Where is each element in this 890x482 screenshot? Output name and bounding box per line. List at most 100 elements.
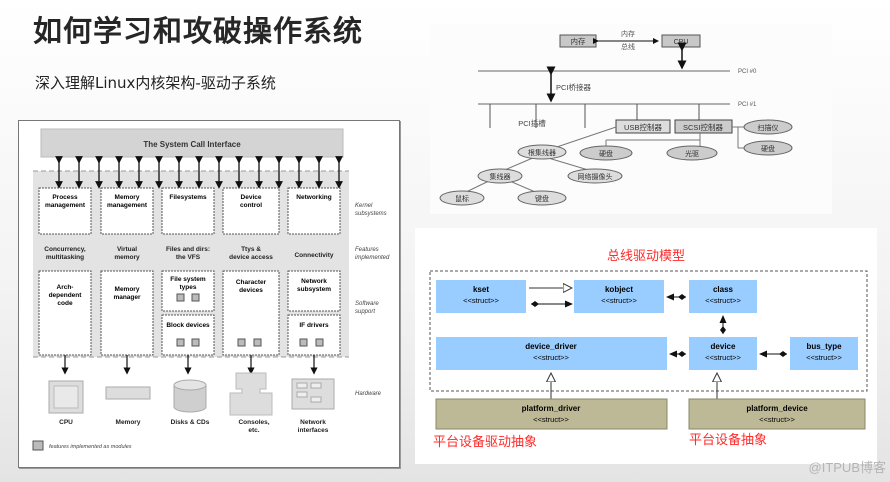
side-label-kernel-1: Kernel [355,203,373,209]
feature-label: Ttys & [241,246,261,253]
network-subsystem-box [287,270,341,312]
syscall-interface-label: The System Call Interface [143,140,241,149]
platform-driver-label: platform_driver [522,404,581,413]
usb-controller-box [615,119,671,134]
side-label-software-2: support [355,309,375,315]
webcam-label: 网络摄像头 [578,172,613,181]
subsystem-label: Process [52,194,78,201]
disk-node [579,145,633,161]
subsystem-box [287,187,341,235]
device-driver-box [436,337,667,370]
slide-subtitle: 深入理解Linux内核架构-驱动子系统 [35,74,276,92]
memory-module-icon [105,386,151,400]
kernel-diagram-svg: The System Call Interface Processmanagem… [32,128,390,451]
slide-title: 如何学习和攻破操作系统 [33,14,364,48]
platform-device-caption: 平台设备抽象 [689,432,767,447]
pci-diagram-svg: 内存 内存 总线 CPU PCI #0 PCI桥接器 PCI #1 PCI插槽 … [439,29,793,206]
subsystem-box [38,187,92,235]
feature-label: multitasking [46,254,84,261]
fs-types-label-2: types [180,284,197,291]
platform-device-box [688,398,866,430]
module-icon [176,293,185,302]
feature-label: memory [114,254,140,261]
console-icon [229,372,273,416]
side-label-software-1: Software [355,301,379,307]
subsystem-label: control [240,202,262,209]
feature-label: the VFS [176,254,201,261]
character-devices-box [222,270,280,356]
module-icon [299,338,308,347]
feature-label: Concurrency, [44,246,86,253]
mouse-label: 鼠标 [455,194,469,203]
nic-chip [296,382,308,389]
platform-driver-caption: 平台设备驱动抽象 [433,434,537,449]
bus-model-title: 总线驱动模型 [607,248,685,263]
disk-icon [173,385,207,413]
hardware-label: interfaces [298,427,329,434]
block-devices-label: Block devices [166,322,210,329]
hardware-label: Disks & CDs [171,419,210,426]
hardware-label: Consoles, [238,419,269,426]
hardware-label: CPU [59,419,73,426]
pci-bus-diagram: 内存 内存 总线 CPU PCI #0 PCI桥接器 PCI #1 PCI插槽 … [430,24,832,214]
feature-label: Connectivity [294,252,333,259]
subsystem-label: Memory [115,194,140,201]
keyboard-label: 键盘 [535,194,549,203]
disk-top [173,379,207,391]
network-subsystem-label-1: Network [301,278,327,285]
kset-box [436,280,526,313]
kobject-stereotype: <<struct>> [601,296,637,305]
cpu-label: CPU [674,39,689,46]
platform-device-stereotype: <<struct>> [759,415,795,424]
platform-device-label: platform_device [746,404,808,413]
subsystem-box [222,187,280,235]
cpu-die [53,385,79,409]
subsystem-label: Filesystems [169,194,207,201]
device-driver-label: device_driver [525,342,577,351]
hub-node [477,168,523,184]
network-subsystem-label-2: subsystem [297,286,331,293]
subsystem-box [100,187,154,235]
subsystem-box [161,187,215,235]
module-icon [315,338,324,347]
module-icon [237,338,246,347]
feature-label: device access [229,254,273,261]
webcam-node [567,168,623,184]
if-drivers-label: IF drivers [299,322,329,329]
hardware-label: Network [300,419,326,426]
nic-chip [310,382,322,389]
device-box [689,337,757,370]
bus-type-label: bus_type [806,342,842,351]
side-label-features-1: Features [355,247,379,253]
arch-code-label-2: dependent [49,292,83,299]
device-tree-lines [461,126,745,195]
arch-code-label-1: Arch- [57,284,74,291]
syscall-interface-box [40,128,344,158]
device-stereotype: <<struct>> [705,353,741,362]
pci0-label: PCI #0 [738,69,757,75]
platform-driver-box [435,398,668,430]
bus-type-box [790,337,858,370]
hub-label: 集线器 [490,172,511,181]
bus-model-svg: 总线驱动模型 kset <<struct>> kobject <<struct>… [429,248,868,449]
subsystem-label: Device [241,194,262,201]
disk2-label: 硬盘 [761,144,775,153]
character-devices-label-2: devices [239,287,263,294]
character-devices-label-1: Character [236,279,267,286]
bus-driver-model-diagram: 总线驱动模型 kset <<struct>> kobject <<struct>… [415,228,877,464]
mouse-node [439,190,485,206]
device-label: device [711,342,736,351]
memory-manager-label-2: manager [113,294,141,301]
module-icon [176,338,185,347]
root-hub-node [517,144,567,160]
module-icon [253,338,262,347]
pci-bridge-label: PCI桥接器 [556,82,592,92]
nic-chip [310,396,322,403]
scanner-node [743,119,793,135]
nic-chip [296,391,308,398]
fs-types-label-1: File system [170,276,206,283]
kset-label: kset [473,285,489,294]
feature-label: Files and dirs: [166,246,210,253]
hardware-label: Memory [116,419,141,426]
